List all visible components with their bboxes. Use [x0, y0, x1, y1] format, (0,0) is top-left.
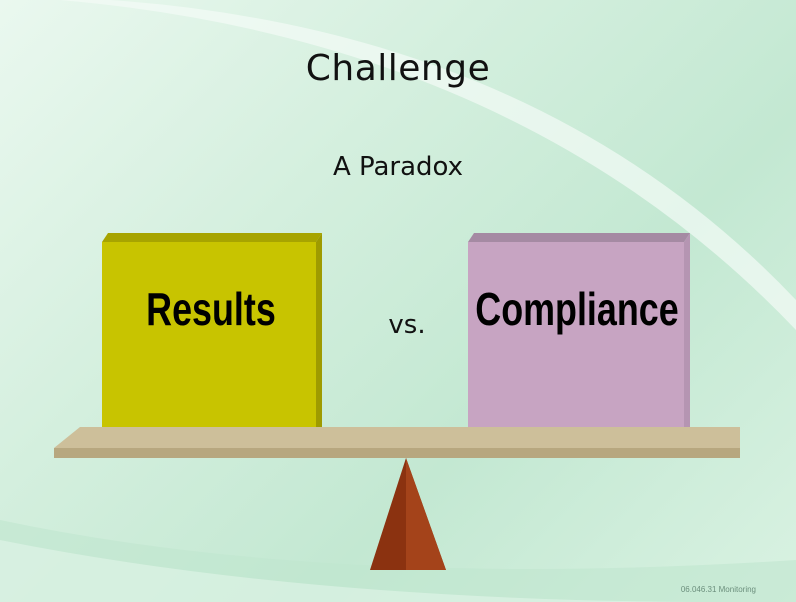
compliance-box [468, 233, 690, 437]
results-box [102, 233, 322, 437]
slide-subtitle: A Paradox [332, 152, 464, 182]
vs-label: vs. [388, 310, 426, 340]
beam [54, 427, 740, 458]
slide-footer: 06.046.31 Monitoring [680, 585, 756, 594]
compliance-label: Compliance [475, 283, 679, 335]
slide-title: Challenge [305, 48, 491, 89]
fulcrum [370, 458, 446, 570]
results-label: Results [146, 283, 276, 335]
